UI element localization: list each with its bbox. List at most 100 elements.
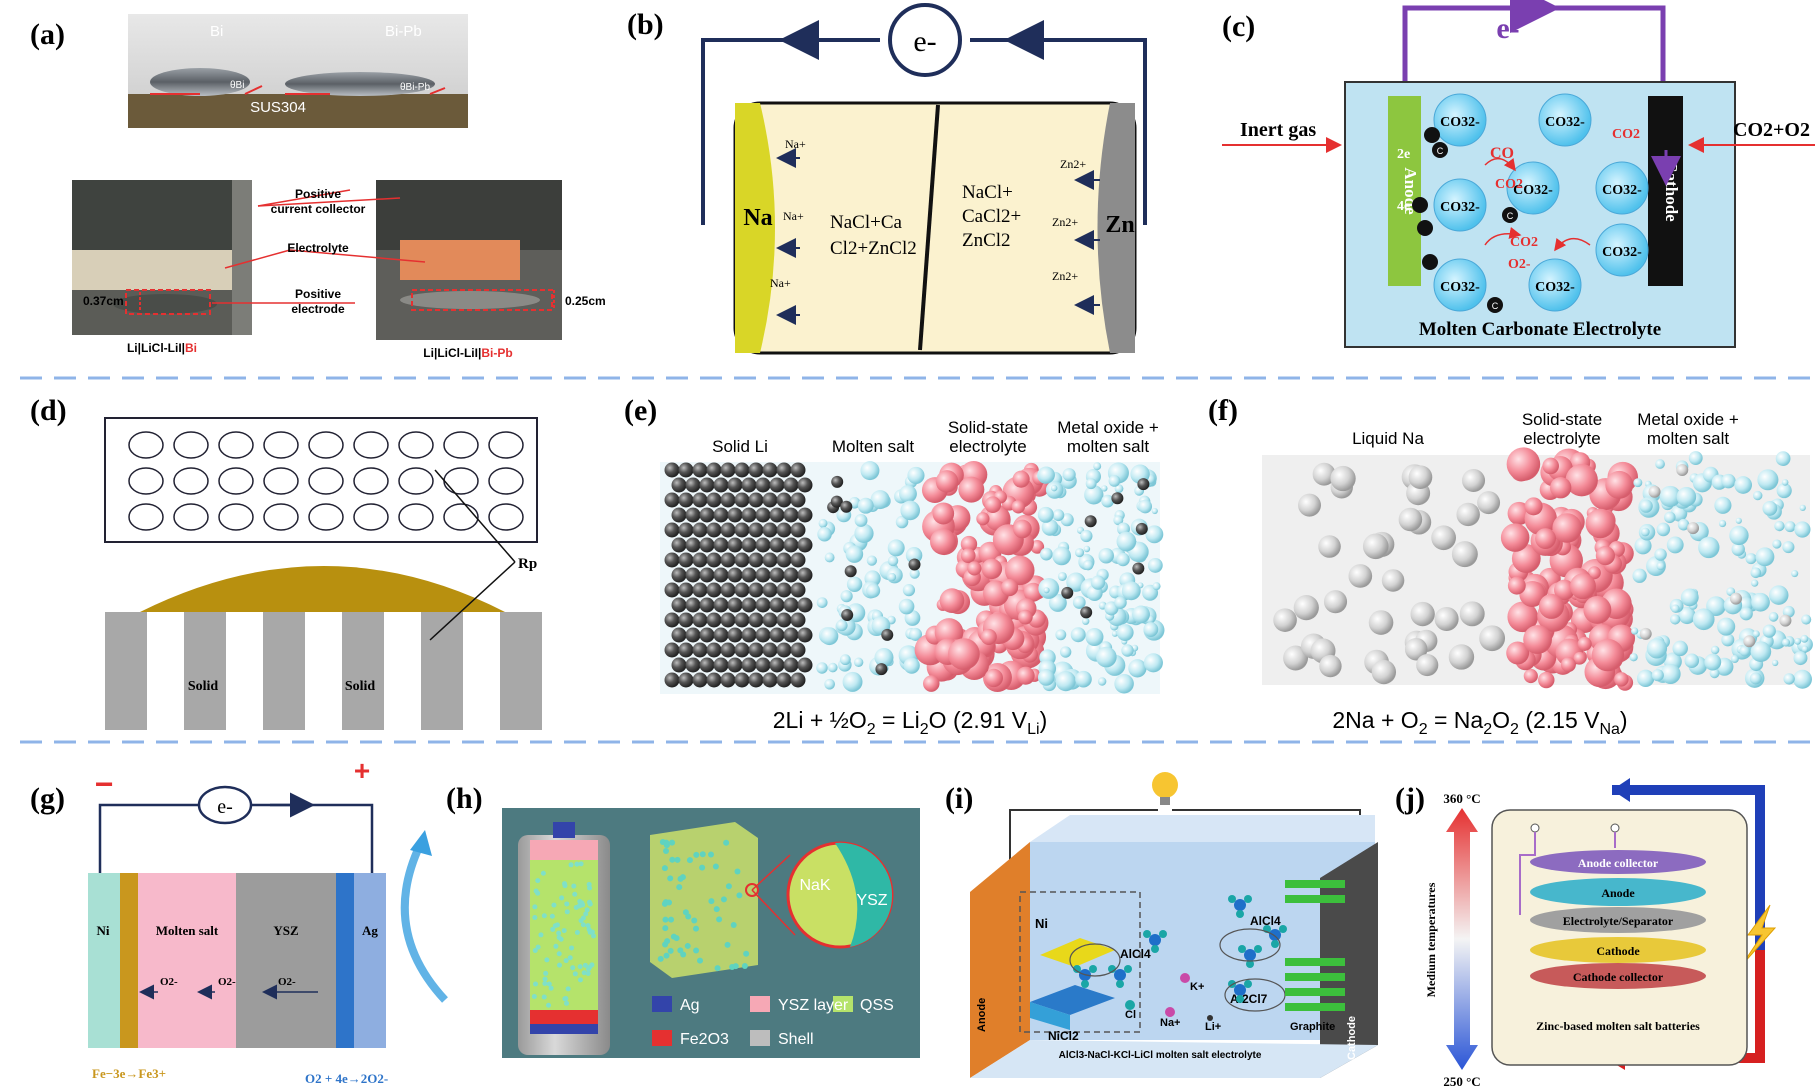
oxide-salt-sphere — [1114, 596, 1127, 609]
oxide-particle — [875, 663, 888, 676]
label-dim-left: 0.37cm — [83, 294, 124, 308]
salt-sphere — [853, 657, 864, 667]
li-sphere — [727, 537, 743, 553]
f-oxide-salt-sphere — [1750, 567, 1762, 579]
li-sphere — [776, 552, 792, 568]
label-electrode-1: Positive — [295, 287, 341, 301]
cube-dot — [736, 892, 743, 899]
f-sse-sphere — [1552, 513, 1582, 543]
salt-sphere — [909, 627, 923, 641]
na-sphere — [1381, 569, 1405, 592]
molecule-atom — [1236, 995, 1244, 1003]
panel-label-j: (j) — [1395, 782, 1425, 815]
na-sphere — [1298, 493, 1321, 517]
molecule-atom — [1116, 980, 1124, 988]
li-sphere — [769, 657, 785, 673]
f-oxide-salt-sphere — [1731, 542, 1745, 556]
sse-sphere — [1016, 666, 1035, 685]
qss-dot — [583, 911, 589, 917]
salt-sphere — [840, 590, 853, 603]
qss-dot — [573, 905, 579, 911]
salt-sphere — [816, 662, 828, 674]
salt-sphere — [902, 584, 916, 597]
f-oxide-salt-sphere — [1655, 459, 1665, 469]
cube-dot — [743, 950, 750, 957]
oxide-salt-sphere — [1037, 669, 1055, 686]
carbonate-ions: CO32- CO32- CO32- CO32- CO32- CO32- CO32… — [1433, 93, 1649, 312]
f-oxide-salt-sphere — [1714, 496, 1732, 514]
qss-dot — [584, 907, 590, 913]
cylinder-qss-dots — [531, 861, 597, 1008]
qss-dot — [585, 966, 591, 972]
qss-dot — [556, 951, 562, 957]
salt-sphere — [895, 515, 909, 529]
f-oxide-salt-sphere — [1793, 651, 1808, 666]
f-oxide-salt-sphere — [1783, 673, 1795, 685]
qss-dot — [556, 930, 562, 936]
cube-dot — [699, 851, 706, 858]
equation-e: 2Li + ½O2 = Li2O (2.91 VLi) — [773, 707, 1047, 738]
li-sphere — [762, 552, 778, 568]
molecule-atom — [1228, 895, 1236, 903]
cube-dot — [677, 947, 684, 954]
label-alcl4-2: AlCl4 — [1250, 914, 1281, 928]
oxide-salt-sphere — [1084, 485, 1104, 505]
f-oxide-particle — [1648, 485, 1661, 498]
qss-dot — [585, 970, 591, 976]
li-sphere — [797, 657, 813, 673]
pore — [128, 503, 164, 531]
li-sphere — [685, 657, 701, 673]
label-zn: Zn — [1105, 212, 1134, 238]
molecule-atom — [1151, 945, 1159, 953]
li-sphere — [699, 567, 715, 583]
li-sphere — [727, 657, 743, 673]
li-sphere — [748, 672, 764, 688]
li-sphere — [734, 612, 750, 628]
salt-sphere — [824, 678, 835, 690]
qss-dot — [587, 885, 593, 891]
li-sphere — [664, 672, 680, 688]
label-molten-carbonate: Molten Carbonate Electrolyte — [1419, 319, 1661, 340]
na-sphere — [1461, 468, 1486, 493]
qss-dot — [564, 1000, 570, 1006]
li-sphere — [783, 657, 799, 673]
li-sphere — [776, 582, 792, 598]
cube-dot — [714, 965, 721, 972]
sse-sphere — [960, 548, 976, 563]
label-electrolyte: Electrolyte — [287, 241, 349, 255]
oxide-salt-sphere — [1101, 494, 1114, 508]
sse-sphere — [923, 675, 940, 692]
f-oxide-salt-sphere — [1659, 485, 1681, 508]
li-sphere — [706, 492, 722, 508]
cube-dot — [693, 851, 700, 858]
li-sphere — [720, 642, 736, 658]
qss-dot — [532, 904, 538, 910]
legend-ysz-layer: YSZ layer — [778, 997, 849, 1014]
li-sphere — [706, 552, 722, 568]
f-oxide-salt-sphere — [1646, 556, 1666, 576]
f-sse-sphere — [1583, 595, 1612, 624]
na-sphere — [1448, 644, 1475, 670]
li-sphere — [727, 477, 743, 493]
cube-dot — [657, 955, 664, 962]
panel-label-h: (h) — [446, 782, 483, 815]
f-oxide-salt-sphere — [1656, 561, 1665, 571]
li-sphere — [664, 522, 680, 538]
label-nak: NaK — [799, 877, 830, 894]
li-sphere — [776, 462, 792, 478]
f-oxide-salt-sphere — [1768, 612, 1779, 622]
li-sphere — [762, 522, 778, 538]
caption-right: Li|LiCl-LiI|Bi-Pb — [423, 346, 512, 360]
cell-photo-left — [72, 180, 252, 335]
layer-cathode-collector: Cathode collector — [1573, 970, 1664, 984]
f-oxide-salt-sphere — [1710, 645, 1720, 655]
li-sphere — [790, 522, 806, 538]
battery-layers: Anode collector Anode Electrolyte/Separa… — [1530, 850, 1706, 989]
li-sphere — [678, 522, 694, 538]
qss-dot — [542, 976, 548, 982]
molecule-atom — [1279, 925, 1287, 933]
qss-dot — [567, 955, 573, 961]
zn-ion-1: Zn2+ — [1060, 157, 1086, 171]
salt-sphere — [899, 484, 917, 503]
f-oxide-salt-sphere — [1791, 570, 1799, 578]
